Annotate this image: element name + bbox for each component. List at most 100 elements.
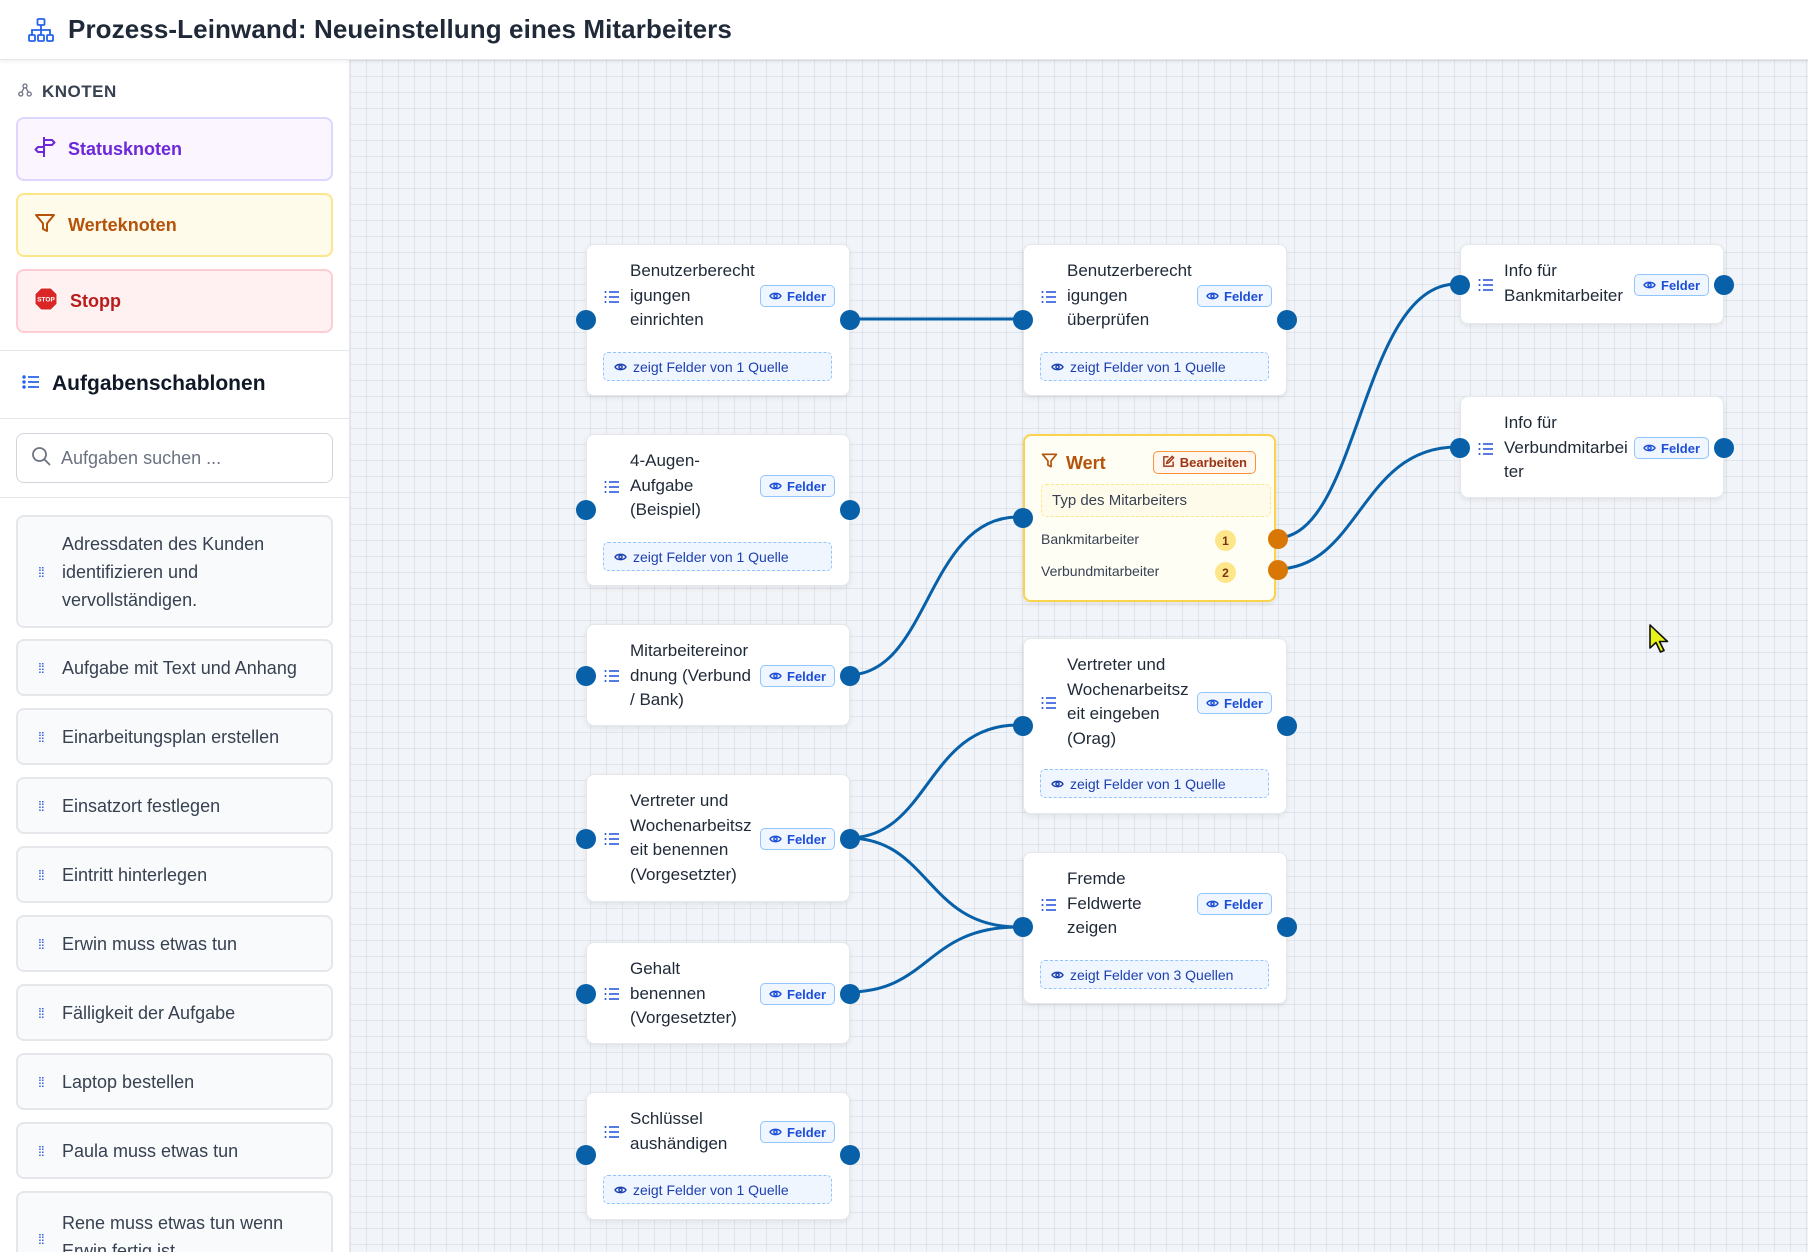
felder-button[interactable]: Felder <box>1197 893 1273 915</box>
output-handle[interactable] <box>1277 310 1297 330</box>
eye-icon <box>614 359 627 375</box>
process-canvas[interactable]: Benutzerberecht igungen einrichten Felde… <box>350 60 1808 1252</box>
template-item[interactable]: ⁞⁞ Einsatzort festlegen <box>16 777 333 834</box>
eye-icon <box>614 549 627 565</box>
value-field: Typ des Mitarbeiters <box>1041 484 1271 517</box>
source-info: zeigt Felder von 1 Quelle <box>603 352 832 381</box>
input-handle[interactable] <box>576 666 596 686</box>
input-handle[interactable] <box>576 310 596 330</box>
template-item[interactable]: ⁞⁞ Rene muss etwas tun wenn Erwin fertig… <box>16 1191 333 1252</box>
eye-icon <box>769 832 782 847</box>
search-icon <box>31 446 51 471</box>
felder-button[interactable]: Felder <box>760 983 836 1005</box>
template-item[interactable]: ⁞⁞ Erwin muss etwas tun <box>16 915 333 972</box>
output-handle[interactable] <box>840 1145 860 1165</box>
output-handle[interactable] <box>840 984 860 1004</box>
option-label-1: Bankmitarbeiter <box>1041 531 1140 547</box>
input-handle[interactable] <box>1013 310 1033 330</box>
task-node-vertreter-eingeben[interactable]: Vertreter und Wochenarbeitsz eit eingebe… <box>1013 638 1297 814</box>
divider <box>0 350 349 351</box>
search-input[interactable] <box>61 447 311 469</box>
value-node-wert[interactable]: Wert Bearbeiten Typ des Mitarbeiters Ban… <box>1013 434 1288 602</box>
drag-handle-icon: ⁞⁞ <box>38 1142 45 1159</box>
felder-button[interactable]: Felder <box>760 1121 836 1143</box>
felder-button[interactable]: Felder <box>1197 285 1273 307</box>
felder-button[interactable]: Felder <box>1634 274 1710 296</box>
task-node-mitarbeitereinordnung[interactable]: Mitarbeitereinor dnung (Verbund / Bank) … <box>576 624 860 726</box>
stop-sign-label: STOP <box>37 296 55 303</box>
page-title: Prozess-Leinwand: Neueinstellung eines M… <box>68 14 732 44</box>
output-handle[interactable] <box>840 310 860 330</box>
option-output-handle-1[interactable] <box>1268 529 1288 549</box>
eye-icon <box>1051 359 1064 375</box>
task-node-info-bankmitarbeiter[interactable]: Info für Bankmitarbeiter Felder <box>1450 244 1734 324</box>
list-icon <box>1041 697 1056 709</box>
task-node-schluessel-aushaendigen[interactable]: Schlüssel aushändigen Felder zeigt Felde… <box>576 1092 860 1220</box>
output-handle[interactable] <box>840 500 860 520</box>
input-handle[interactable] <box>1013 917 1033 937</box>
node-title: Benutzerberecht igungen überprüfen <box>1067 261 1192 329</box>
felder-button[interactable]: Felder <box>760 475 836 497</box>
template-item[interactable]: ⁞⁞ Laptop bestellen <box>16 1053 333 1110</box>
templates-section-title: Aufgabenschablonen <box>22 372 266 396</box>
template-item[interactable]: ⁞⁞ Adressdaten des Kunden identifizieren… <box>16 515 333 628</box>
input-handle[interactable] <box>576 1145 596 1165</box>
input-handle[interactable] <box>576 500 596 520</box>
drag-handle-icon: ⁞⁞ <box>38 866 45 883</box>
felder-button[interactable]: Felder <box>760 285 836 307</box>
felder-button[interactable]: Felder <box>1197 692 1273 714</box>
input-handle[interactable] <box>576 829 596 849</box>
template-item[interactable]: ⁞⁞ Eintritt hinterlegen <box>16 846 333 903</box>
task-node-info-verbundmitarbeiter[interactable]: Info für Verbundmitarbei ter Felder <box>1450 396 1734 498</box>
input-handle[interactable] <box>576 984 596 1004</box>
eye-icon <box>1051 776 1064 792</box>
palette-stopp[interactable]: STOP Stopp <box>16 269 333 333</box>
template-item[interactable]: ⁞⁞ Einarbeitungsplan erstellen <box>16 708 333 765</box>
felder-button[interactable]: Felder <box>760 828 836 850</box>
task-node-gehalt-benennen[interactable]: Gehalt benennen (Vorgesetzter) Felder <box>576 942 860 1044</box>
palette-statusknoten[interactable]: Statusknoten <box>16 117 333 181</box>
node-title: Mitarbeitereinor dnung (Verbund / Bank) <box>630 641 751 709</box>
template-item[interactable]: ⁞⁞ Fälligkeit der Aufgabe <box>16 984 333 1041</box>
sidebar: KNOTEN Statusknoten Werteknoten STOP Sto… <box>0 60 350 1252</box>
palette-werteknoten[interactable]: Werteknoten <box>16 193 333 257</box>
edge <box>847 723 1019 840</box>
app-header: Prozess-Leinwand: Neueinstellung eines M… <box>0 0 1808 60</box>
eye-icon <box>769 1125 782 1140</box>
felder-button[interactable]: Felder <box>1634 437 1710 459</box>
template-item[interactable]: ⁞⁞ Paula muss etwas tun <box>16 1122 333 1179</box>
list-icon <box>1041 899 1056 911</box>
drag-handle-icon: ⁞⁞ <box>38 1004 45 1021</box>
template-item[interactable]: ⁞⁞ Aufgabe mit Text und Anhang <box>16 639 333 696</box>
task-node-fremde-feldwerte-zeigen[interactable]: Fremde Feldwerte zeigen Felder zeigt Fel… <box>1013 852 1297 1004</box>
task-node-benutzerberechtigungen-ueberpruefen[interactable]: Benutzerberecht igungen überprüfen Felde… <box>1013 244 1297 396</box>
option-number-2: 2 <box>1215 562 1236 583</box>
output-handle[interactable] <box>1277 917 1297 937</box>
list-icon <box>1478 443 1493 455</box>
divider <box>0 497 349 498</box>
input-handle[interactable] <box>1013 508 1033 528</box>
task-node-4-augen-aufgabe[interactable]: 4-Augen-Aufgabe (Beispiel) Felder zeigt … <box>576 434 860 586</box>
output-handle[interactable] <box>1277 716 1297 736</box>
output-handle[interactable] <box>840 666 860 686</box>
option-output-handle-2[interactable] <box>1268 560 1288 580</box>
eye-icon <box>1206 897 1219 912</box>
task-node-benutzerberechtigungen-einrichten[interactable]: Benutzerberecht igungen einrichten Felde… <box>576 244 860 396</box>
option-number-1: 1 <box>1215 530 1236 551</box>
option-label-2: Verbundmitarbeiter <box>1041 563 1160 579</box>
output-handle[interactable] <box>1714 275 1734 295</box>
bearbeiten-button[interactable]: Bearbeiten <box>1152 451 1256 474</box>
output-handle[interactable] <box>840 829 860 849</box>
drag-handle-icon: ⁞⁞ <box>38 563 45 580</box>
felder-button[interactable]: Felder <box>760 665 836 687</box>
input-handle[interactable] <box>1450 275 1470 295</box>
eye-icon <box>1206 289 1219 304</box>
filter-icon <box>1041 452 1058 474</box>
eye-icon <box>1051 967 1064 983</box>
input-handle[interactable] <box>1013 716 1033 736</box>
sitemap-icon <box>26 15 56 45</box>
output-handle[interactable] <box>1714 438 1734 458</box>
input-handle[interactable] <box>1450 438 1470 458</box>
task-node-vertreter-benennen[interactable]: Vertreter und Wochenarbeitsz eit benenne… <box>576 774 860 902</box>
search-box[interactable] <box>16 433 333 483</box>
